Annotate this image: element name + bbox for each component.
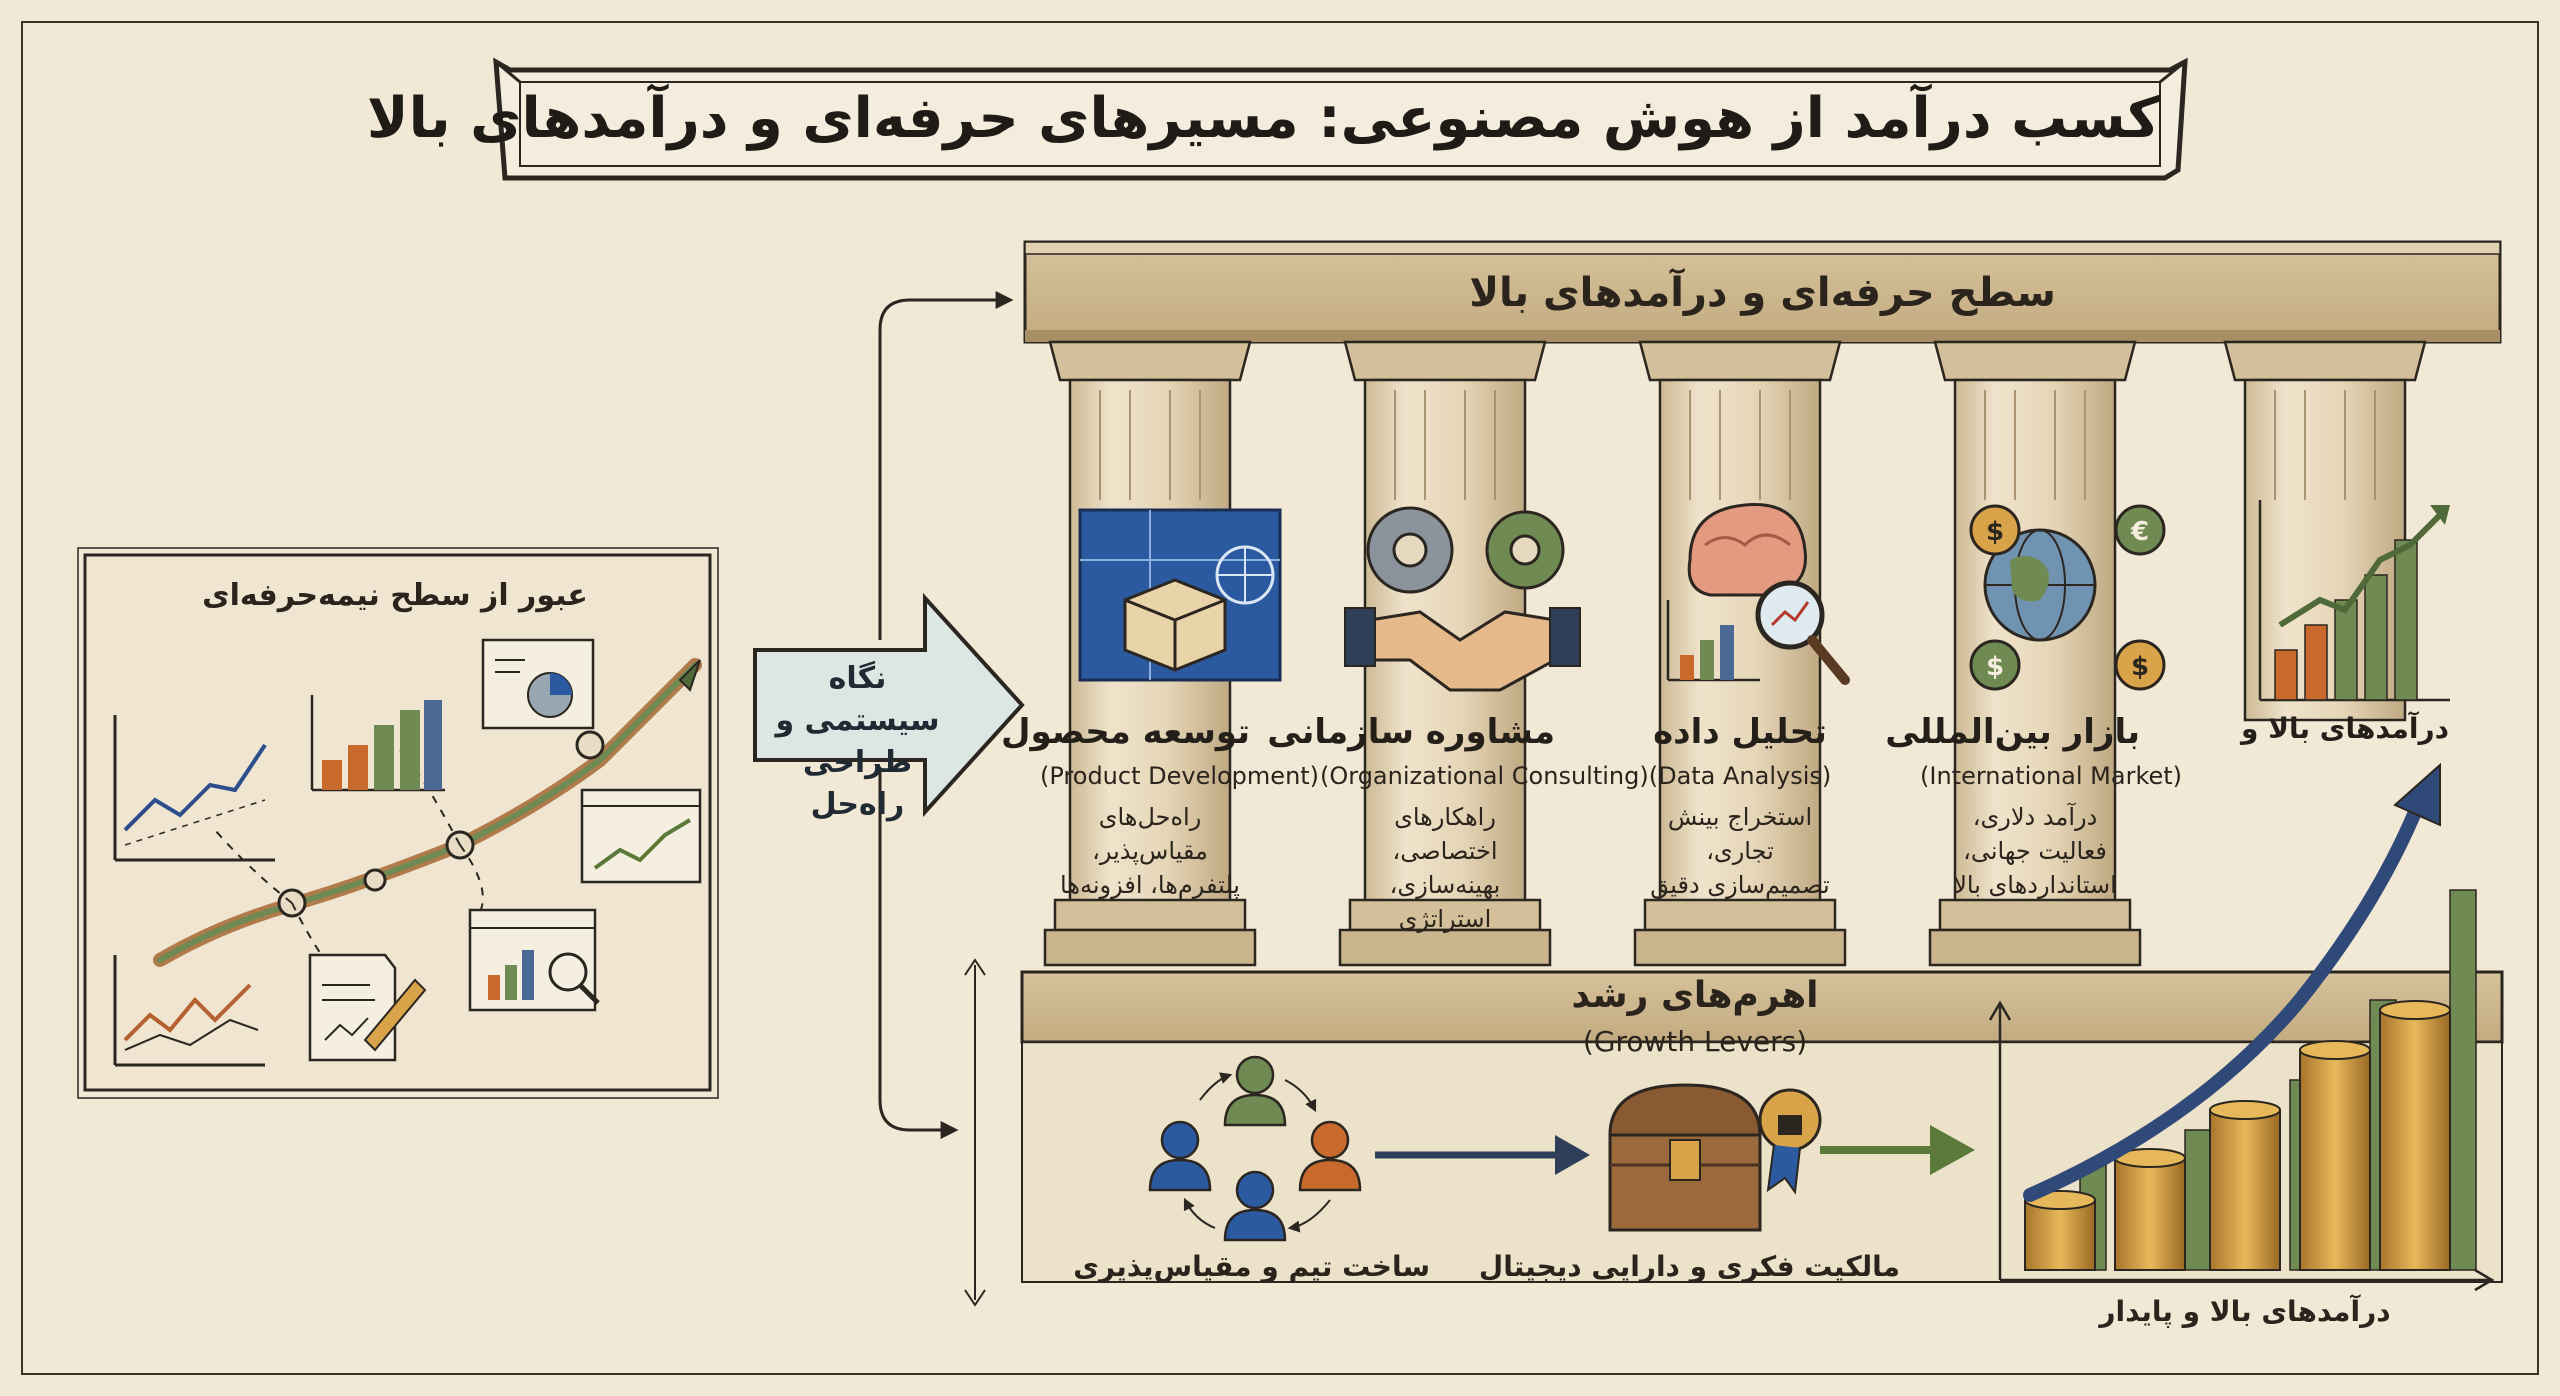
- left-window-chart-2: [468, 908, 600, 1012]
- lever-arrow-2: [1820, 1125, 1975, 1175]
- svg-text:$: $: [1986, 652, 2004, 682]
- left-document-pencil: [308, 953, 427, 1062]
- left-mini-line-chart-1: [113, 715, 275, 862]
- lever-1-label: ساخت تیم و مقیاس‌پذیری: [1073, 1250, 1430, 1283]
- pillars-structure: [1043, 340, 2427, 967]
- growth-levers-title: اهرم‌های رشد: [1571, 975, 1819, 1016]
- pillar-4-description: درآمد دلاری، فعالیت جهانی، استانداردهای …: [1953, 803, 2117, 899]
- globe-currency-icon: $ € $ $: [1969, 504, 2166, 691]
- pillar-3-english: (Data Analysis): [1648, 762, 1832, 790]
- growth-levers-english: (Growth Levers): [1582, 1025, 1808, 1058]
- pillar-1-description: راه‌حل‌های مقیاس‌پذیر، پلتفرم‌ها، افزونه…: [1060, 803, 1240, 899]
- brain-magnifier-icon: [1666, 503, 1850, 685]
- svg-text:$: $: [2131, 652, 2149, 682]
- svg-text:$: $: [1986, 517, 2004, 547]
- left-mini-line-chart-2: [113, 955, 265, 1067]
- pillar-5-title: درآمدهای بالا و: [2241, 712, 2449, 745]
- rising-bar-chart-icon: [2258, 500, 2450, 702]
- left-window-chart-1: [580, 788, 702, 884]
- left-mini-bar-chart: [310, 695, 445, 792]
- pillar-3-title: تحلیل داده: [1653, 712, 1827, 752]
- growth-result-label: درآمدهای بالا و پایدار: [2099, 1295, 2391, 1328]
- svg-text:€: €: [2130, 517, 2149, 547]
- left-pie-document: [481, 638, 595, 730]
- pillar-2-english: (Organizational Consulting): [1320, 762, 1649, 790]
- pillar-2-description: راهکارهای اختصاصی، بهینه‌سازی، استراتژی: [1389, 803, 1501, 933]
- connector-lines: [878, 291, 1014, 1139]
- top-band-title: سطح حرفه‌ای و درآمدهای بالا: [1469, 270, 2056, 316]
- pillar-2-title: مشاوره سازمانی: [1267, 712, 1555, 752]
- coin-stacks-growth-icon: [1988, 762, 2495, 1292]
- left-panel-title: عبور از سطح نیمه‌حرفه‌ای: [202, 578, 588, 613]
- pillar-3-description: استخراج بینش تجاری، تصمیم‌سازی دقیق: [1650, 803, 1830, 899]
- pillar-1-english: (Product Development): [1040, 762, 1320, 790]
- team-network-icon: [1148, 1055, 1362, 1242]
- pillar-1-title: توسعه محصول: [1000, 712, 1250, 752]
- transition-arrow-shape: [753, 592, 1025, 818]
- page-frame: [21, 21, 2539, 1375]
- gears-handshake-icon: [1344, 506, 1581, 692]
- lever-2-label: مالکیت فکری و دارایی دیجیتال: [1478, 1250, 1900, 1283]
- page-title: کسب درآمد از هوش مصنوعی: مسیرهای حرفه‌ای…: [366, 86, 2160, 151]
- pillar-4-title: بازار بین‌المللی: [1885, 712, 2140, 752]
- treasure-chest-icon: [1608, 1083, 1822, 1232]
- top-band-shape: [1023, 240, 2502, 344]
- transition-arrow-label: نگاه سیستمی و طراحی راه‌حل: [775, 661, 940, 822]
- lever-arrow-1: [1375, 1135, 1590, 1175]
- blueprint-box-icon: [1078, 508, 1282, 682]
- pillar-4-english: (International Market): [1920, 762, 2183, 790]
- title-banner: [493, 57, 2188, 181]
